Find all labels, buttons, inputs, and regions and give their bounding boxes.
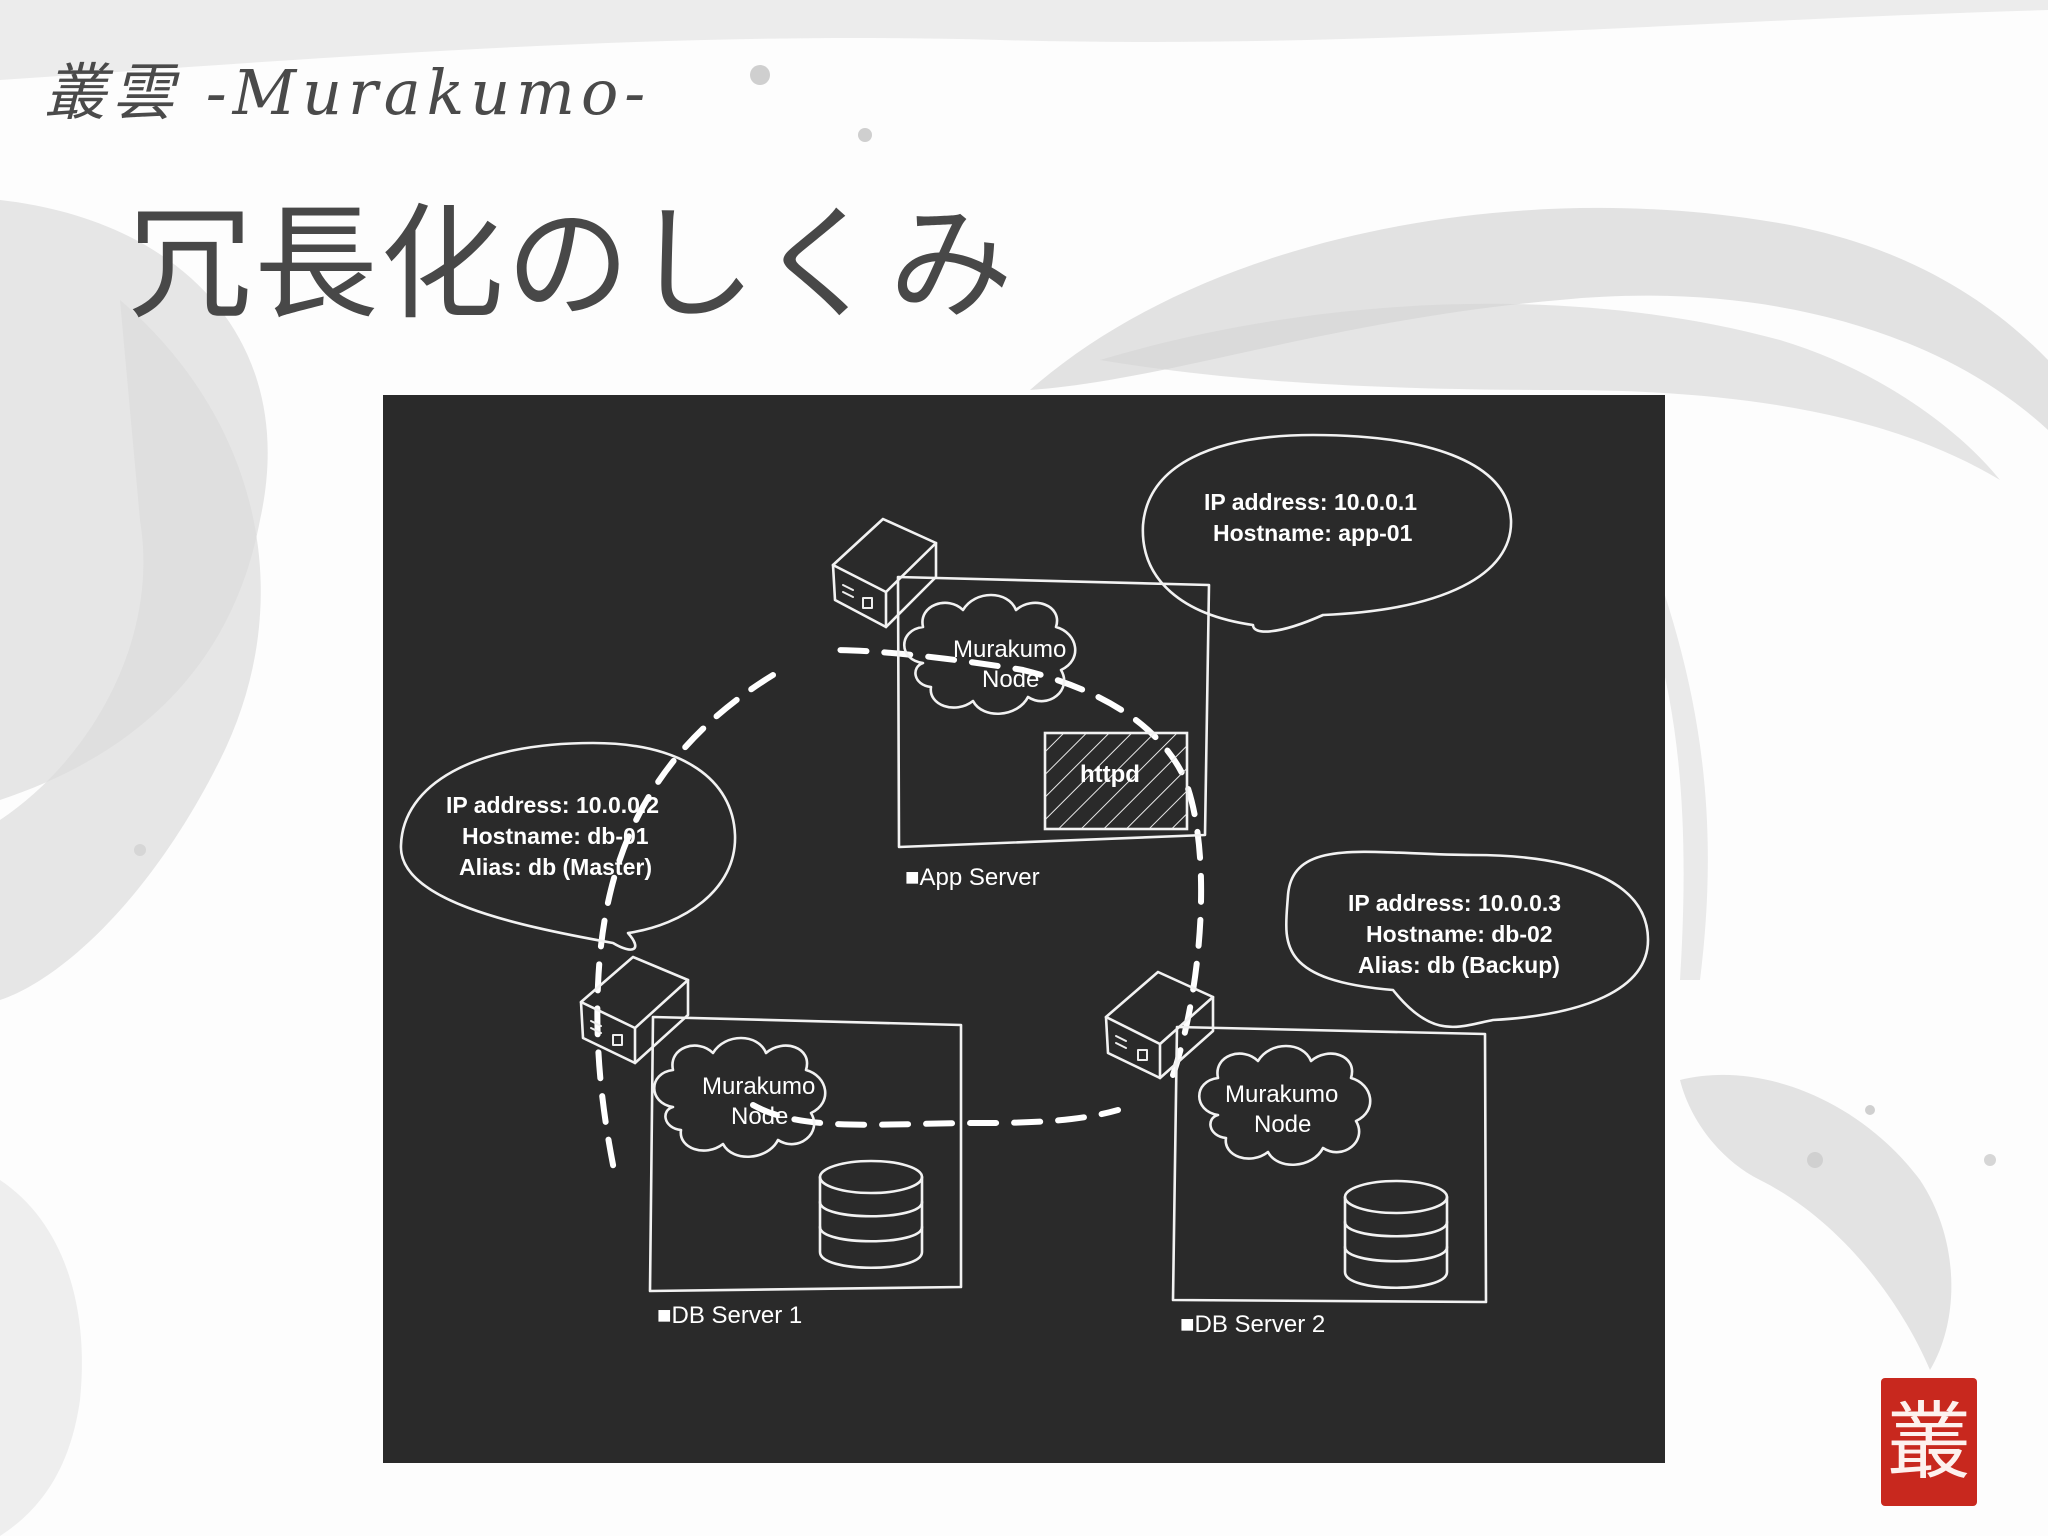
db-2-bubble-hostname: Hostname: db-02: [1366, 921, 1553, 947]
app-bubble-hostname: Hostname: app-01: [1213, 520, 1413, 546]
db-1-ip-bubble: [399, 741, 737, 951]
db-2-bubble-ip: IP address: 10.0.0.3: [1348, 890, 1561, 916]
db-2-node-label-line1: Murakumo: [1225, 1081, 1338, 1108]
app-server-box: [896, 575, 1211, 849]
db-1-bubble-ip: IP address: 10.0.0.2: [446, 792, 659, 818]
app-bubble-ip: IP address: 10.0.0.1: [1204, 489, 1417, 515]
node-connection-ring: [594, 647, 1205, 1178]
db-server-2-box: [1171, 1025, 1488, 1304]
murakumo-logo-text: 叢雲 -Murakumo-: [44, 56, 652, 129]
db-server-1-label: ■DB Server 1: [657, 1302, 802, 1329]
app-node-label-line2: Node: [982, 666, 1039, 693]
db-server-1-hardware-icon: [579, 955, 690, 1065]
app-server-label: ■App Server: [905, 864, 1040, 891]
db-1-database-icon: [818, 1159, 924, 1270]
db-2-bubble-alias: Alias: db (Backup): [1358, 952, 1560, 978]
murakumo-seal-logo: 叢: [1881, 1378, 1977, 1506]
db-1-bubble-alias: Alias: db (Master): [459, 854, 652, 880]
redundancy-diagram: Murakumo Node httpd ■App Server IP addre…: [383, 395, 1665, 1463]
page-title: 冗長化のしくみ: [128, 193, 1015, 337]
db-server-2-label: ■DB Server 2: [1180, 1311, 1325, 1338]
db-2-node-label-line2: Node: [1254, 1111, 1311, 1138]
db-1-node-label-line2: Node: [731, 1103, 788, 1130]
diagram-canvas: Murakumo Node httpd ■App Server IP addre…: [399, 433, 1650, 1338]
seal-character: 叢: [1886, 1393, 1971, 1491]
db-2-database-icon: [1343, 1179, 1449, 1290]
db-1-murakumo-node-cloud: [653, 1036, 827, 1159]
app-ip-bubble: [1141, 433, 1513, 633]
db-1-node-label-line1: Murakumo: [702, 1073, 815, 1100]
db-server-2-hardware-icon: [1104, 970, 1215, 1080]
app-server-hardware-icon: [831, 517, 938, 629]
db-server-1-box: [648, 1015, 963, 1293]
httpd-label: httpd: [1080, 761, 1140, 788]
httpd-service-box: [1043, 731, 1189, 831]
db-2-murakumo-node-cloud: [1198, 1044, 1372, 1167]
app-murakumo-node-cloud: [903, 593, 1077, 716]
app-node-label-line1: Murakumo: [953, 636, 1066, 663]
db-1-bubble-hostname: Hostname: db-01: [462, 823, 649, 849]
db-2-ip-bubble: [1284, 850, 1650, 1029]
